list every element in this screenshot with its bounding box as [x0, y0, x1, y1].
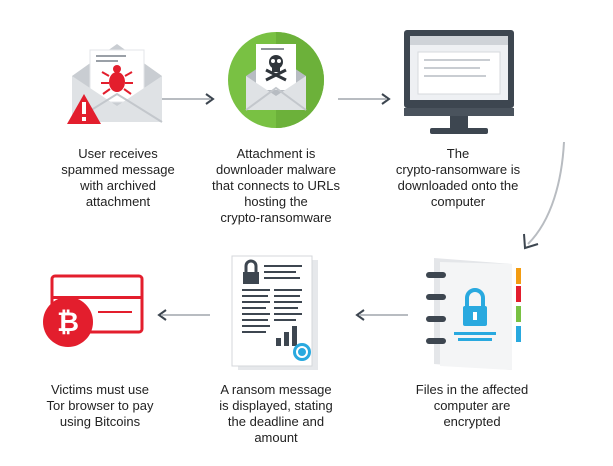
arrow-left-icon [355, 309, 408, 321]
step-caption: A ransom message is displayed, stating t… [219, 382, 333, 445]
arrow-right-icon [162, 93, 215, 105]
curved-arrow-icon [523, 141, 565, 250]
step-caption: Files in the affected computer are encry… [415, 382, 529, 429]
arrow-right-icon [338, 93, 391, 105]
skull-document-icon [226, 30, 326, 130]
email-bug-warning-icon [62, 36, 172, 126]
step-caption: The crypto-ransomware is downloaded onto… [395, 146, 521, 209]
computer-monitor-icon [400, 26, 520, 138]
svg-text:₿: ₿ [57, 307, 79, 337]
step-caption: Attachment is downloader malware that co… [212, 146, 340, 225]
arrow-left-icon [157, 309, 210, 321]
bitcoin-card-icon: ₿ [40, 272, 146, 352]
locked-notebook-icon [420, 254, 532, 374]
step-caption: User receives spammed message with archi… [61, 146, 175, 209]
ransom-note-icon [226, 252, 326, 374]
step-caption: Victims must use Tor browser to pay usin… [46, 382, 154, 429]
